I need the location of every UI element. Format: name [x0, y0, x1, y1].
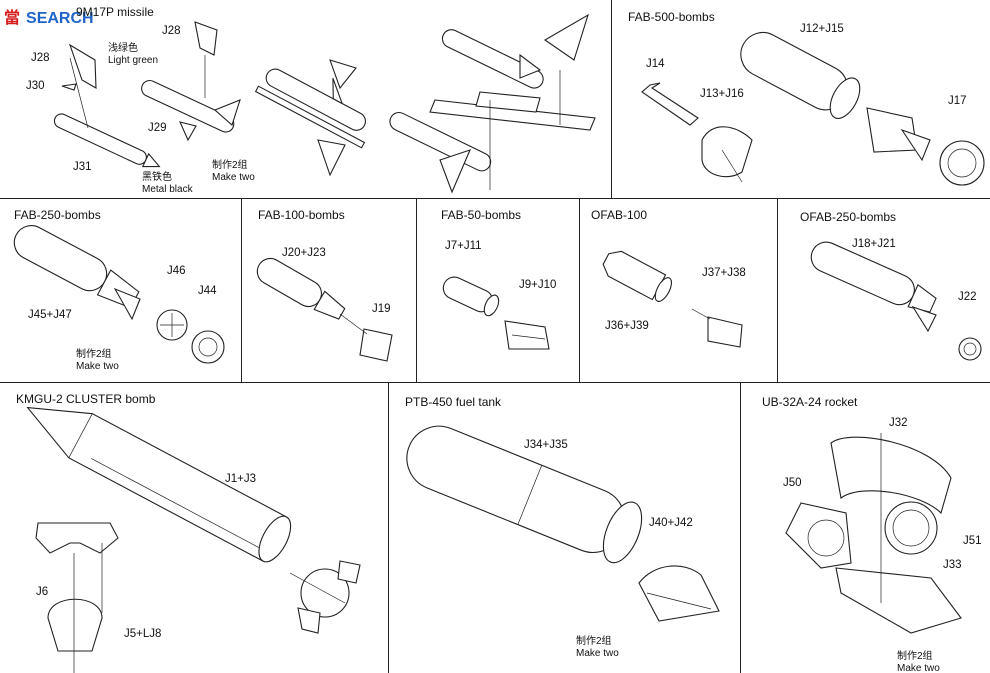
panel-title: FAB-500-bombs — [628, 10, 715, 24]
divider-v-row2-d — [777, 198, 778, 382]
panel-title: 9M17P missile — [76, 5, 154, 19]
label-j50: J50 — [783, 477, 802, 489]
label-j28b: J28 — [162, 25, 181, 37]
panel-ub32: UB-32A-24 rocket J32 J50 J51 J33 制作2组 Ma… — [741, 383, 990, 673]
label-j9j10: J9+J10 — [519, 279, 557, 291]
label-j33: J33 — [943, 559, 962, 571]
panel-ptb: PTB-450 fuel tank J34+J35 J40+J42 制作2组 M… — [389, 383, 740, 673]
note-make-two: 制作2组 Make two — [576, 636, 619, 660]
fab50-drawing — [442, 276, 550, 350]
label-j51: J51 — [963, 535, 982, 547]
label-j45j47: J45+J47 — [28, 309, 72, 321]
label-j5lj8: J5+LJ8 — [124, 628, 162, 640]
label-j29: J29 — [148, 122, 167, 134]
label-j31: J31 — [73, 161, 92, 173]
ptb-drawing — [406, 425, 720, 622]
panel-missile: 9M17P missile — [0, 0, 611, 198]
label-j22: J22 — [958, 291, 977, 303]
note-color-cn: 浅绿色 — [108, 43, 138, 54]
fab100-drawing — [256, 257, 393, 362]
label-j46: J46 — [167, 265, 186, 277]
note-make-en: Make two — [897, 663, 940, 673]
missile-drawing — [53, 13, 596, 194]
panel-title: OFAB-250-bombs — [800, 210, 897, 224]
label-j19: J19 — [372, 303, 391, 315]
kmgu-drawing — [26, 406, 361, 673]
note-make-cn: 制作2组 — [76, 349, 112, 360]
panel-title: FAB-50-bombs — [441, 208, 522, 222]
label-j17: J17 — [948, 95, 967, 107]
label-j14: J14 — [646, 58, 665, 70]
divider-v-row2-a — [241, 198, 242, 382]
panel-fab500: FAB-500-bombs J14 J12+J15 J13+J16 J17 — [612, 0, 990, 198]
note-make-en: Make two — [212, 172, 255, 183]
panel-kmgu: KMGU-2 CLUSTER bomb J1+J3 J6 J5+LJ8 — [0, 383, 388, 673]
note-color-light-green: 浅绿色 Light green — [108, 43, 158, 67]
label-j7j11: J7+J11 — [445, 240, 482, 252]
panel-title: KMGU-2 CLUSTER bomb — [16, 392, 156, 406]
label-j34j35: J34+J35 — [524, 439, 568, 451]
panel-title: OFAB-100 — [591, 208, 648, 222]
note-make-two: 制作2组 Make two — [897, 651, 940, 673]
label-j40j42: J40+J42 — [649, 517, 693, 529]
label-j20j23: J20+J23 — [282, 247, 326, 259]
note-make-two: 制作2组 Make two — [76, 349, 119, 373]
divider-v-row2-b — [416, 198, 417, 382]
note-make-cn: 制作2组 — [897, 651, 933, 662]
ub32-drawing — [785, 433, 962, 634]
divider-v-row2-c — [579, 198, 580, 382]
panel-fab100: FAB-100-bombs J20+J23 J19 — [242, 199, 416, 382]
panel-ofab250: OFAB-250-bombs J18+J21 J22 — [778, 199, 990, 382]
panel-title: FAB-100-bombs — [258, 208, 345, 222]
divider-v-row3-a — [388, 382, 389, 673]
label-j13j16: J13+J16 — [700, 88, 744, 100]
label-j1j3: J1+J3 — [225, 473, 257, 485]
panel-title: FAB-250-bombs — [14, 208, 101, 222]
label-j44: J44 — [198, 285, 217, 297]
note-make-cn: 制作2组 — [212, 160, 248, 171]
panel-title: PTB-450 fuel tank — [405, 395, 502, 409]
note-make-en: Make two — [76, 361, 119, 372]
note-metal-black: 黑铁色 Metal black — [142, 172, 193, 196]
label-j18j21: J18+J21 — [852, 238, 896, 250]
note-metal-cn: 黑铁色 — [142, 172, 172, 183]
label-j28a: J28 — [31, 52, 50, 64]
note-make-cn: 制作2组 — [576, 636, 612, 647]
label-j30: J30 — [26, 80, 45, 92]
note-color-en: Light green — [108, 55, 159, 66]
panel-fab50: FAB-50-bombs J7+J11 J9+J10 — [417, 199, 579, 382]
fab500-drawing — [641, 31, 985, 186]
fab250-drawing — [13, 225, 225, 364]
label-j12j15: J12+J15 — [800, 23, 844, 35]
divider-v-row1 — [611, 0, 612, 198]
label-j36j39: J36+J39 — [605, 320, 649, 332]
ofab100-drawing — [602, 250, 743, 348]
label-j37j38: J37+J38 — [702, 267, 746, 279]
panel-title: UB-32A-24 rocket — [762, 395, 858, 409]
ofab250-drawing — [810, 241, 982, 361]
divider-v-row3-b — [740, 382, 741, 673]
divider-h-bottom — [0, 382, 990, 383]
label-j32: J32 — [889, 417, 908, 429]
note-metal-en: Metal black — [142, 184, 193, 195]
panel-fab250: FAB-250-bombs J46 J44 J45+J47 制作2组 Make … — [0, 199, 241, 382]
note-make-en: Make two — [576, 648, 619, 659]
divider-h-top — [0, 198, 990, 199]
panel-ofab100: OFAB-100 J37+J38 J36+J39 — [580, 199, 777, 382]
note-make-two: 制作2组 Make two — [212, 160, 255, 184]
label-j6: J6 — [36, 586, 49, 598]
